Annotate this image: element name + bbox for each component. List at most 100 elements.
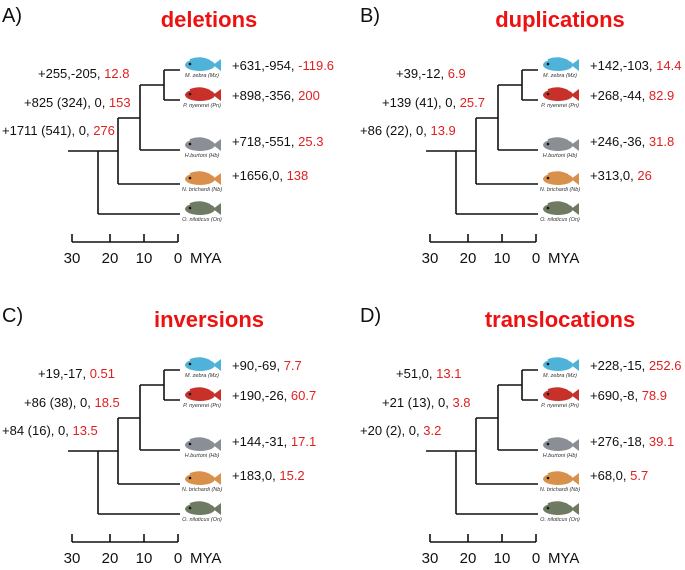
fish-pnyererei-icon-fin <box>189 387 211 392</box>
label-nb-value: 15.2 <box>279 468 304 483</box>
fish-mzebra-icon <box>185 57 221 71</box>
label-nb: +183,0, 15.2 <box>232 468 305 483</box>
fish-pnyererei-icon-eye <box>546 92 550 96</box>
label-ancestor-mz-pn: +19,-17, 0.51 <box>38 366 115 381</box>
species-label: H.burtoni (Hb) <box>185 153 220 159</box>
fish-pnyererei-icon <box>543 87 579 101</box>
axis-tick-label: 10 <box>136 250 153 267</box>
fish-pnyererei-icon-tail <box>213 389 221 401</box>
species-label: O. niloticus (On) <box>540 217 580 223</box>
clade-hb <box>139 84 180 151</box>
axis-tick-label: 20 <box>460 550 477 567</box>
fish-oniloticus-icon-fin <box>547 501 569 506</box>
species-label: H.burtoni (Hb) <box>185 453 220 459</box>
fish-oniloticus-icon-fin <box>547 201 569 206</box>
axis-tick-label: 20 <box>102 250 119 267</box>
fish-hburtoni-icon-fin <box>189 137 211 142</box>
axis-unit: MYA <box>548 550 579 567</box>
fish-hburtoni-icon-body <box>543 439 573 451</box>
fish-mzebra-icon-eye <box>188 362 192 366</box>
species-label: P. nyererei (Pn) <box>541 103 579 109</box>
fish-pnyererei-icon-tail <box>571 89 579 101</box>
fish-pnyererei-icon-eye <box>546 392 550 396</box>
label-pn-value: 78.9 <box>642 388 667 403</box>
label-pn: +268,-44, 82.9 <box>590 88 674 103</box>
label-mz: +142,-103, 14.4 <box>590 58 681 73</box>
label-ancestor-nb: +84 (16), 0, 13.5 <box>2 423 98 438</box>
clade-mz-pn <box>163 369 180 401</box>
label-hb: +276,-18, 39.1 <box>590 434 674 449</box>
fish-hburtoni-icon <box>543 437 579 451</box>
fish-oniloticus-icon <box>185 201 221 215</box>
clade-on <box>97 150 180 215</box>
label-hb-value: 31.8 <box>649 134 674 149</box>
label-ancestor-mz-pn: +255,-205, 12.8 <box>38 66 129 81</box>
fish-oniloticus-icon-tail <box>213 203 221 215</box>
clade-on <box>455 150 538 215</box>
fish-nbrichardi-icon-fin <box>547 171 569 176</box>
axis-tick-label: 0 <box>174 250 182 267</box>
fish-hburtoni-icon-tail <box>571 139 579 151</box>
fish-pnyererei-icon-body <box>543 89 573 101</box>
species-label: P. nyererei (Pn) <box>541 403 579 409</box>
fish-mzebra-icon-body <box>185 359 215 371</box>
label-mz-counts: +631,-954, <box>232 58 298 73</box>
fish-hburtoni-icon-tail <box>571 439 579 451</box>
label-nb: +68,0, 5.7 <box>590 468 648 483</box>
fish-pnyererei-icon-eye <box>188 392 192 396</box>
label-ancestor-hb-value: 25.7 <box>460 95 485 110</box>
phylogeny-tree <box>426 369 538 515</box>
fish-oniloticus-icon-eye <box>546 206 550 210</box>
label-hb: +246,-36, 31.8 <box>590 134 674 149</box>
species-label: M. zebra (Mz) <box>543 73 577 79</box>
species-label: H.burtoni (Hb) <box>543 453 578 459</box>
species-label: P. nyererei (Pn) <box>183 103 221 109</box>
clade-hb <box>497 84 538 151</box>
label-ancestor-nb: +1711 (541), 0, 276 <box>2 123 115 138</box>
label-ancestor-hb-counts: +139 (41), 0, <box>382 95 460 110</box>
fish-mzebra-icon-body <box>185 59 215 71</box>
species-label: M. zebra (Mz) <box>543 373 577 379</box>
label-ancestor-mz-pn-counts: +39,-12, <box>396 66 448 81</box>
fish-hburtoni-icon-body <box>185 439 215 451</box>
axis-tick-label: 30 <box>64 550 81 567</box>
species-label: M. zebra (Mz) <box>185 73 219 79</box>
label-pn: +690,-8, 78.9 <box>590 388 667 403</box>
fish-nbrichardi-icon-tail <box>213 173 221 185</box>
label-hb-counts: +718,-551, <box>232 134 298 149</box>
fish-hburtoni-icon-fin <box>189 437 211 442</box>
fish-hburtoni-icon-tail <box>213 139 221 151</box>
label-mz-value: -119.6 <box>298 58 334 73</box>
fish-nbrichardi-icon <box>185 171 221 185</box>
fish-hburtoni-icon <box>543 137 579 151</box>
fish-nbrichardi-icon-fin <box>189 171 211 176</box>
fish-oniloticus-icon-tail <box>571 203 579 215</box>
fish-pnyererei-icon-fin <box>547 87 569 92</box>
fish-oniloticus-icon <box>185 501 221 515</box>
species-label: H.burtoni (Hb) <box>543 153 578 159</box>
fish-pnyererei-icon <box>185 87 221 101</box>
fish-pnyererei-icon-eye <box>188 92 192 96</box>
phylogeny-tree <box>68 369 180 515</box>
fish-oniloticus-icon-eye <box>188 206 192 210</box>
label-ancestor-hb: +21 (13), 0, 3.8 <box>382 395 471 410</box>
fish-nbrichardi-icon-body <box>185 473 215 485</box>
clade-mz-pn <box>521 369 538 401</box>
fish-nbrichardi-icon-eye <box>546 176 550 180</box>
label-ancestor-hb-value: 3.8 <box>452 395 470 410</box>
fish-nbrichardi-icon-body <box>543 173 573 185</box>
axis-tick-label: 10 <box>136 550 153 567</box>
axis-tick-label: 10 <box>494 250 511 267</box>
label-ancestor-mz-pn-value: 13.1 <box>436 366 461 381</box>
clade-mz-pn <box>521 69 538 101</box>
label-pn: +898,-356, 200 <box>232 88 320 103</box>
panel-letter: C) <box>2 305 23 327</box>
clade-hb <box>139 384 180 451</box>
fish-hburtoni-icon <box>185 137 221 151</box>
fish-oniloticus-icon-tail <box>571 503 579 515</box>
fish-oniloticus-icon-body <box>543 203 573 215</box>
clade-nb <box>117 417 180 485</box>
label-ancestor-hb: +825 (324), 0, 153 <box>24 95 131 110</box>
